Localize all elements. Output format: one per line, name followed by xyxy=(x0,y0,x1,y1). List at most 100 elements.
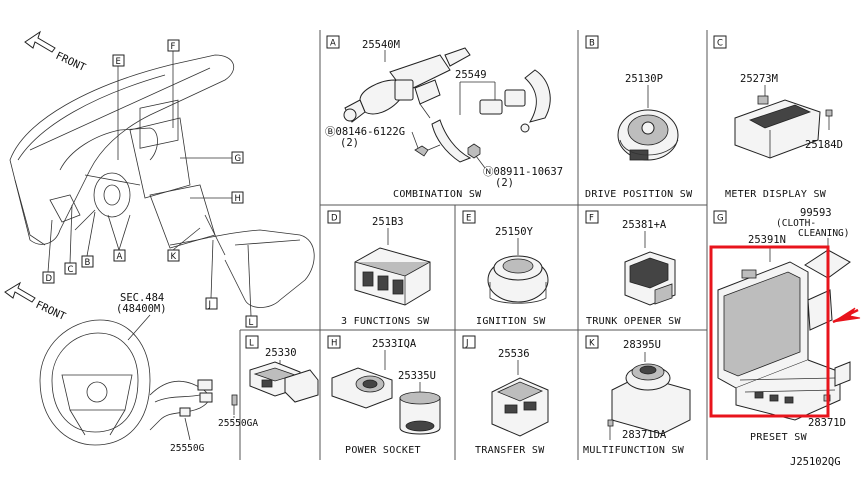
panel-J[interactable]: J 25536 TRANSFER SW xyxy=(462,335,549,456)
panel-letter-A-box xyxy=(326,35,340,49)
meter-display-switch-illustration xyxy=(734,95,821,159)
callout-C: C xyxy=(64,204,77,275)
trunk-opener-switch-illustration xyxy=(624,251,676,306)
panel-L[interactable]: L 25330 xyxy=(245,335,319,403)
caption-ignition-sw: IGNITION SW xyxy=(476,316,546,327)
svg-text:L: L xyxy=(249,339,254,349)
part-28371DA: 28371DA xyxy=(622,429,667,441)
part-25550GA: 25550GA xyxy=(218,418,258,429)
svg-text:H: H xyxy=(331,339,337,349)
front-label-top: FRONT xyxy=(54,50,88,75)
panel-A[interactable]: A 25540M 25549 Ⓑ08 xyxy=(325,35,563,200)
caption-trunk-opener-sw: TRUNK OPENER SW xyxy=(586,316,681,327)
caption-multifunction-sw: MULTIFUNCTION SW xyxy=(583,445,685,456)
transfer-switch-illustration xyxy=(491,377,549,437)
panel-H[interactable]: H 2533IQA 25335U POWER SOCKET xyxy=(327,335,441,456)
panel-C[interactable]: C 25273M 25184D METER DISPLAY SW xyxy=(713,35,843,200)
part-08911-10637: Ⓝ08911-10637 xyxy=(483,166,563,178)
svg-text:D: D xyxy=(331,214,338,224)
part-2533IQA: 2533IQA xyxy=(372,338,417,350)
front-arrow-icon xyxy=(24,30,56,53)
svg-text:A: A xyxy=(330,39,336,49)
part-08146-6122G: Ⓑ08146-6122G xyxy=(325,126,405,138)
part-99593-desc-2: CLEANING) xyxy=(798,228,849,239)
bolt-icon xyxy=(414,144,441,157)
caption-meter-display-sw: METER DISPLAY SW xyxy=(725,189,827,200)
part-251B3: 251B3 xyxy=(372,216,404,228)
part-25381-A: 25381+A xyxy=(622,219,667,231)
panel-G[interactable]: G 99593 (CLOTH- CLEANING) 25391N xyxy=(713,207,851,443)
svg-text:C: C xyxy=(717,39,723,49)
part-25335U: 25335U xyxy=(398,370,436,382)
svg-text:J: J xyxy=(208,300,212,310)
panel-E[interactable]: E 25150Y IGNITION SW xyxy=(462,210,549,327)
svg-text:K: K xyxy=(171,252,177,262)
callout-B: B xyxy=(81,211,96,268)
svg-text:F: F xyxy=(589,214,594,224)
callout-A: A xyxy=(107,214,131,262)
screw-28371DA xyxy=(607,419,614,440)
svg-text:C: C xyxy=(68,265,74,275)
callout-D: D xyxy=(42,219,55,284)
svg-text:G: G xyxy=(717,214,724,224)
part-25549: 25549 xyxy=(455,69,487,81)
part-08146-qty: (2) xyxy=(340,137,359,149)
part-25540M: 25540M xyxy=(362,39,400,51)
wire-harness xyxy=(149,379,213,431)
caption-power-socket: POWER SOCKET xyxy=(345,445,421,456)
part-25536: 25536 xyxy=(498,348,530,360)
sec-ref-line1: SEC.484 xyxy=(120,292,164,304)
caption-3-functions-sw: 3 FUNCTIONS SW xyxy=(341,316,430,327)
power-socket-illustration xyxy=(331,367,441,435)
svg-text:F: F xyxy=(171,42,176,52)
diagram-code: J25102QG xyxy=(790,456,841,468)
highlight-frame xyxy=(709,245,861,418)
usb-port-illustration xyxy=(249,361,319,403)
panel-B[interactable]: B 25130P DRIVE POSITION SW xyxy=(585,35,693,200)
callout-L: L xyxy=(245,244,258,328)
svg-text:B: B xyxy=(589,39,595,49)
callout-F: F xyxy=(167,39,180,128)
front-label-bottom: FRONT xyxy=(34,299,68,324)
part-25184D: 25184D xyxy=(805,139,843,151)
svg-text:G: G xyxy=(235,154,242,164)
panel-K[interactable]: K 28395U 28371DA MULTIFUNCTION SW xyxy=(583,335,691,456)
paddle-shifter-illustration xyxy=(431,69,551,163)
svg-text:B: B xyxy=(85,258,91,268)
svg-text:L: L xyxy=(249,318,254,328)
front-arrow-icon-bottom xyxy=(4,281,36,303)
caption-combination-sw: COMBINATION SW xyxy=(393,189,482,200)
callout-J: J xyxy=(205,239,218,310)
callout-H: H xyxy=(190,191,244,204)
ignition-switch-illustration xyxy=(487,255,549,304)
screw-25550GA xyxy=(231,394,238,415)
three-functions-switch-illustration xyxy=(354,247,431,306)
part-08911-qty: (2) xyxy=(495,177,514,189)
preset-switch-illustration xyxy=(717,261,851,421)
overview-dashboard: FRONT E F G xyxy=(4,30,315,454)
steering-wheel xyxy=(39,319,151,446)
part-99593-desc-1: (CLOTH- xyxy=(776,218,816,229)
svg-text:E: E xyxy=(116,57,121,67)
svg-text:A: A xyxy=(117,252,123,262)
part-99593: 99593 xyxy=(800,207,832,219)
part-28371D: 28371D xyxy=(808,417,846,429)
sec-ref-line2: (48400M) xyxy=(116,303,167,315)
part-25391N: 25391N xyxy=(748,234,786,246)
panel-F[interactable]: F 25381+A TRUNK OPENER SW xyxy=(585,210,681,327)
panel-grid xyxy=(239,30,708,460)
svg-text:H: H xyxy=(235,194,241,204)
drive-position-switch-illustration xyxy=(617,109,679,161)
multifunction-switch-illustration xyxy=(611,363,691,435)
svg-text:J: J xyxy=(465,339,469,349)
callout-E: E xyxy=(112,54,125,160)
part-25150Y: 25150Y xyxy=(495,226,534,238)
caption-transfer-sw: TRANSFER SW xyxy=(475,445,545,456)
panel-D[interactable]: D 251B3 3 FUNCTIONS SW xyxy=(327,210,431,327)
part-25273M: 25273M xyxy=(740,73,778,85)
nut-icon xyxy=(467,143,481,159)
part-25330: 25330 xyxy=(265,347,297,359)
svg-text:E: E xyxy=(466,214,471,224)
part-28395U: 28395U xyxy=(623,339,661,351)
part-25130P: 25130P xyxy=(625,73,663,85)
